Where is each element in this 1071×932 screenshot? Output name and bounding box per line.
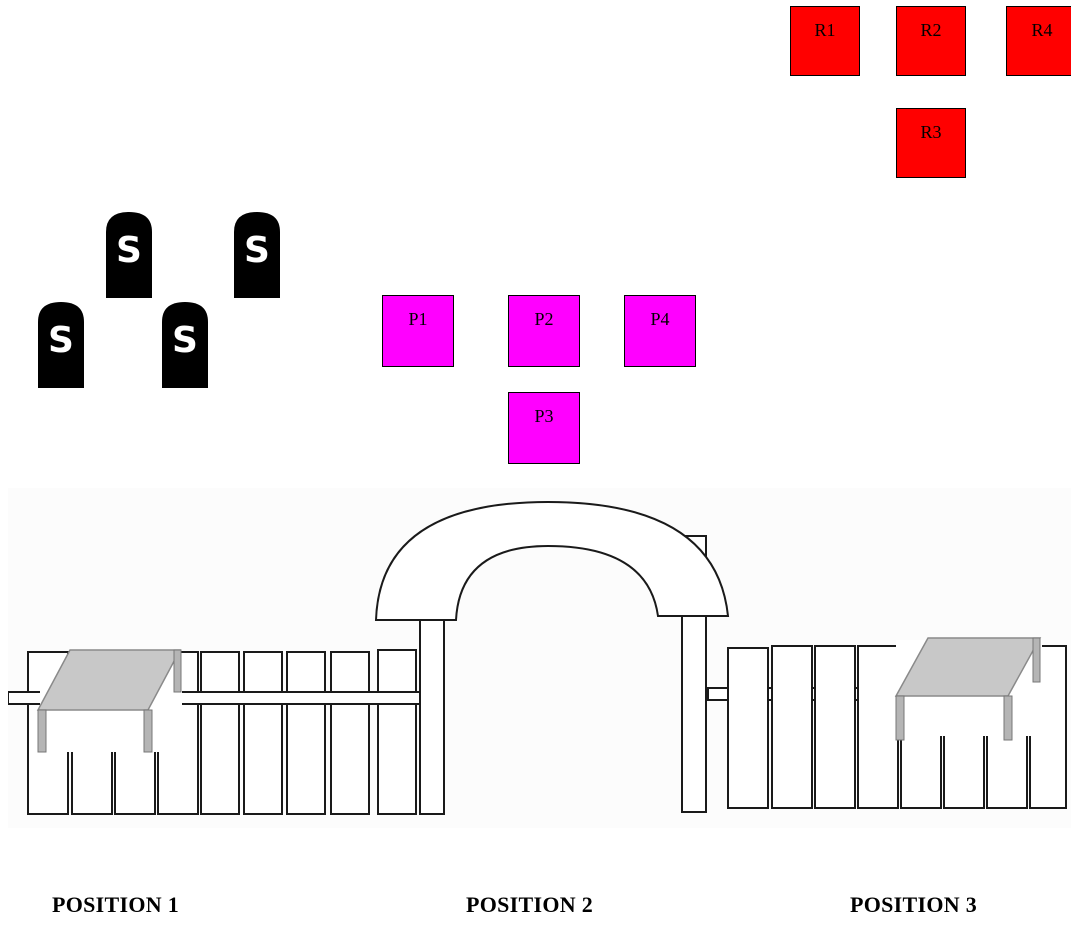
gate-arch <box>374 500 730 815</box>
marker-r1[interactable]: R1 <box>790 6 860 76</box>
marker-r2[interactable]: R2 <box>896 6 966 76</box>
marker-r3[interactable]: R3 <box>896 108 966 178</box>
table-right <box>894 637 1042 741</box>
stone-marker-1[interactable]: S <box>104 210 154 300</box>
position-3-label: POSITION 3 <box>850 892 978 917</box>
svg-text:S: S <box>48 320 74 361</box>
stone-marker-2[interactable]: S <box>232 210 282 300</box>
marker-p2[interactable]: P2 <box>508 295 580 367</box>
marker-p3[interactable]: P3 <box>508 392 580 464</box>
svg-text:S: S <box>244 230 270 271</box>
marker-p1[interactable]: P1 <box>382 295 454 367</box>
table-left <box>36 649 182 753</box>
stone-marker-4[interactable]: S <box>160 300 210 390</box>
marker-p4[interactable]: P4 <box>624 295 696 367</box>
position-1-label: POSITION 1 <box>52 892 180 917</box>
position-2-label: POSITION 2 <box>466 892 594 917</box>
stone-marker-3[interactable]: S <box>36 300 86 390</box>
svg-text:S: S <box>172 320 198 361</box>
svg-text:S: S <box>116 230 142 271</box>
marker-r4[interactable]: R4 <box>1006 6 1071 76</box>
gate-fence-scene <box>7 488 1071 828</box>
